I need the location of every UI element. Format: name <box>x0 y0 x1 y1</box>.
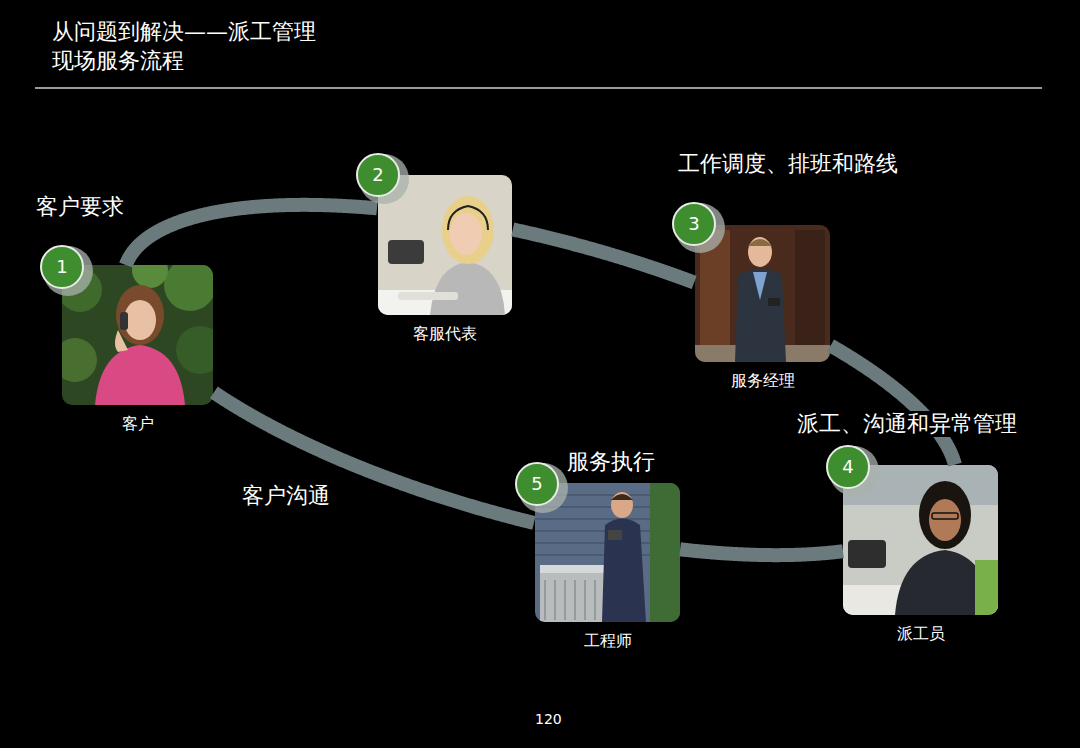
step-heading: 服务执行 <box>564 449 658 475</box>
role-caption: 工程师 <box>581 631 635 650</box>
slide-title: 从问题到解决——派工管理 现场服务流程 <box>52 18 382 75</box>
callout-number: 1 <box>40 245 84 289</box>
agent-photo <box>378 175 512 315</box>
manager-photo <box>695 225 830 362</box>
ring-connector <box>126 205 377 265</box>
photo-node: 工作调度、排班和路线服务经理 <box>695 225 830 362</box>
callout-number: 5 <box>515 462 559 506</box>
step-heading: 工作调度、排班和路线 <box>675 151 901 177</box>
edge-label: 客户沟通 <box>239 483 333 509</box>
role-caption: 客服代表 <box>410 324 480 343</box>
role-caption: 客户 <box>119 414 157 433</box>
engineer-photo <box>535 483 680 622</box>
photo-node: 服务执行工程师 <box>535 483 680 622</box>
customer-photo <box>62 265 213 405</box>
ring-connector <box>513 229 694 282</box>
dispatcher-photo <box>843 465 998 615</box>
role-caption: 派工员 <box>894 624 948 643</box>
callout-number: 2 <box>356 153 400 197</box>
photo-node: 客服代表 <box>378 175 512 315</box>
step-heading: 客户要求 <box>33 194 127 220</box>
ring-connector <box>680 549 843 555</box>
callout-number: 3 <box>672 202 716 246</box>
ring-connector <box>214 392 534 522</box>
role-caption: 服务经理 <box>728 371 798 390</box>
photo-node: 客户要求客户 <box>62 265 213 405</box>
photo-node: 派工、沟通和异常管理派工员 <box>843 465 998 615</box>
step-heading: 派工、沟通和异常管理 <box>794 411 1020 437</box>
callout-number: 4 <box>826 445 870 489</box>
page-number: 120 <box>535 711 562 727</box>
title-rule <box>35 87 1042 89</box>
